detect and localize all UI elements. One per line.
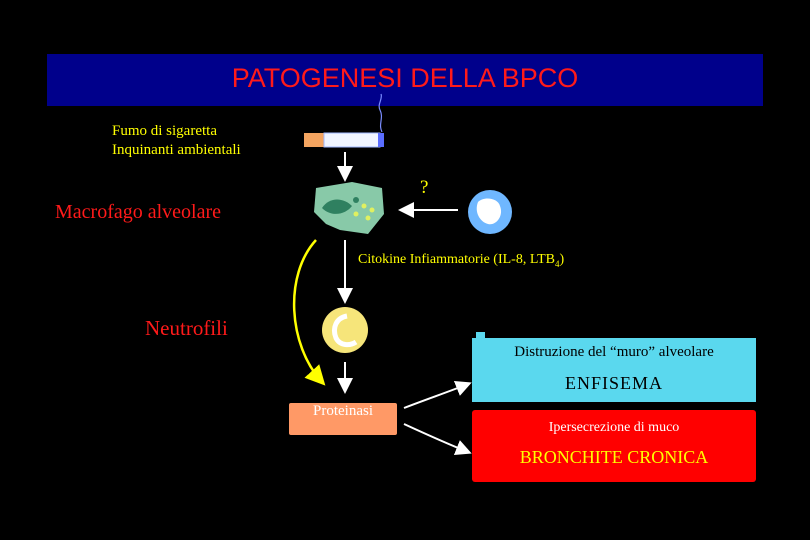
lymphocyte-icon xyxy=(468,190,512,234)
macrophage-icon xyxy=(314,182,384,234)
arrow-proteinases-to-bronchitis xyxy=(404,424,468,452)
cigarette-icon xyxy=(304,94,384,147)
emphysema-box-marker xyxy=(476,332,485,340)
arrow-macrophage-to-proteinases xyxy=(294,240,322,382)
arrow-proteinases-to-emphysema xyxy=(404,384,468,408)
neutrophil-icon xyxy=(322,307,368,353)
